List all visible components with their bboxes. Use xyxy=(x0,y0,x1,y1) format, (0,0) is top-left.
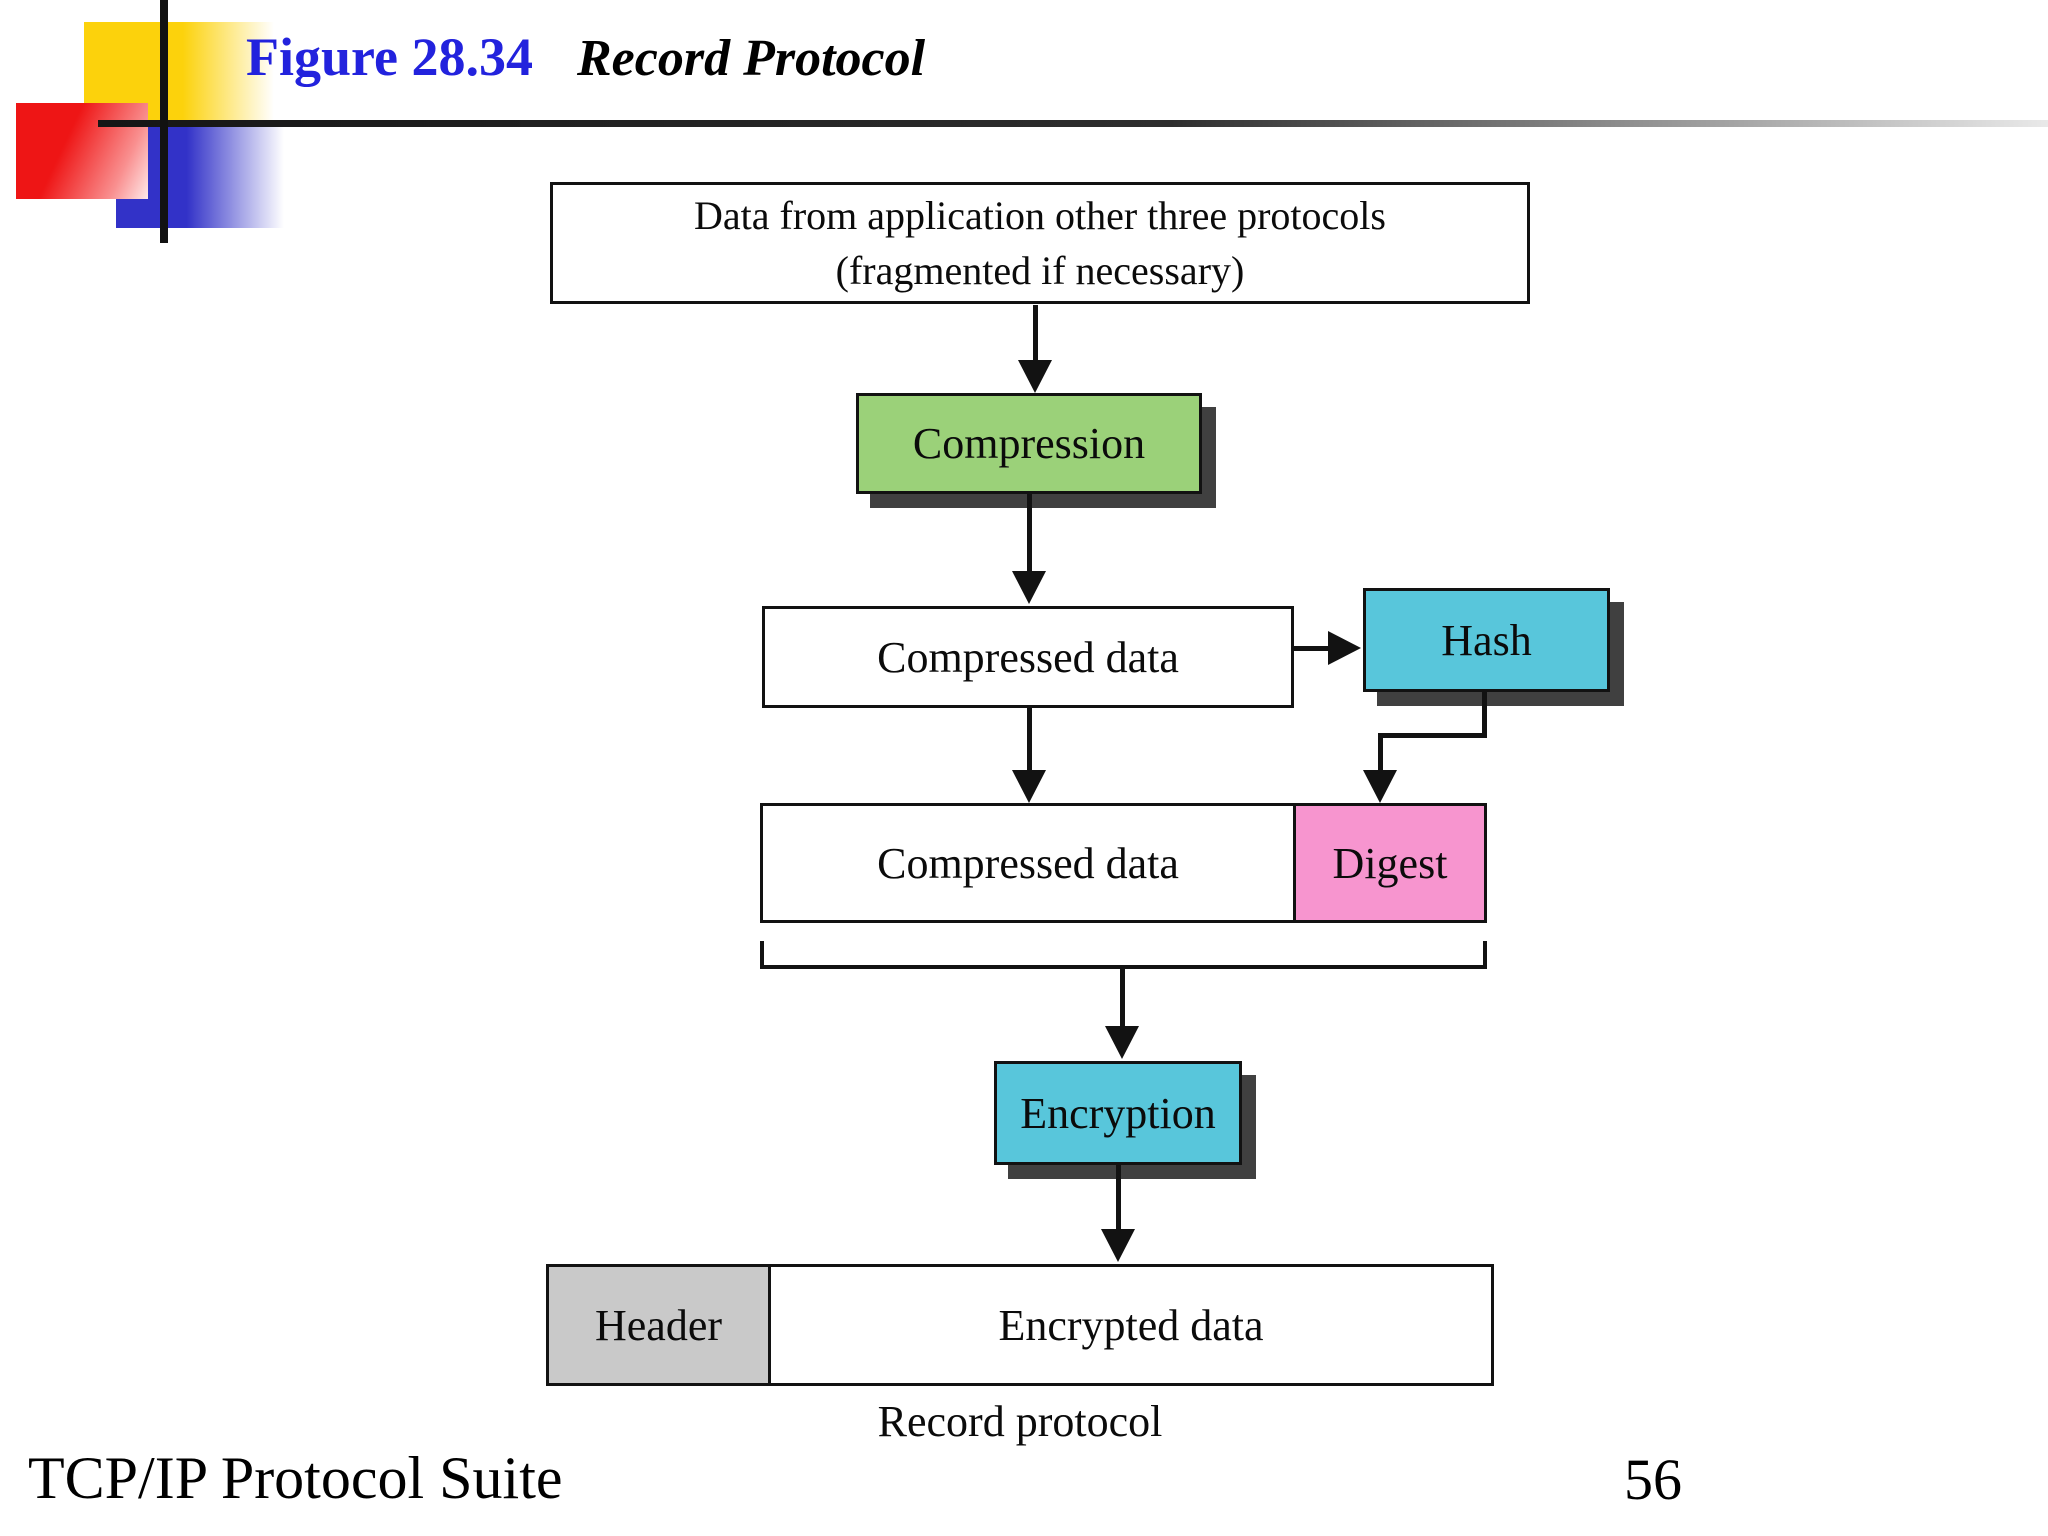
arrow-cdata-to-row2-line xyxy=(1027,708,1032,771)
decoration-vertical-line xyxy=(160,0,168,243)
bracket-bar xyxy=(760,965,1487,969)
arrow-compression-to-cdata-line xyxy=(1027,494,1032,572)
row-compressed-data-digest: Compressed data Digest xyxy=(760,803,1487,923)
digest-label: Digest xyxy=(1332,838,1448,888)
cell-compressed-data-2: Compressed data xyxy=(763,806,1293,920)
source-box-line1: Data from application other three protoc… xyxy=(694,192,1386,238)
hash-elbow-horizontal-line xyxy=(1378,733,1487,738)
box-hash: Hash xyxy=(1363,588,1610,692)
cell-encrypted-data: Encrypted data xyxy=(771,1267,1491,1383)
arrow-cdata-to-hash-head xyxy=(1328,631,1361,665)
hash-elbow-down-line xyxy=(1482,692,1487,738)
arrow-encryption-to-record-line xyxy=(1116,1165,1121,1231)
compressed-data-1-label: Compressed data xyxy=(877,632,1179,682)
page-number: 56 xyxy=(1624,1447,1682,1512)
slide-title: Figure 28.34 Record Protocol xyxy=(246,26,925,88)
arrow-hash-to-digest-head xyxy=(1363,770,1397,803)
row-record-protocol: Header Encrypted data xyxy=(546,1264,1494,1386)
title-divider-line xyxy=(98,120,2048,127)
box-compression: Compression xyxy=(856,393,1202,494)
arrow-bracket-to-encryption-line xyxy=(1120,969,1125,1027)
hash-elbow-drop-line xyxy=(1378,733,1383,773)
header-cell-label: Header xyxy=(594,1300,722,1350)
figure-number-label: Figure 28.34 xyxy=(246,27,533,87)
arrow-bracket-to-encryption-head xyxy=(1105,1026,1139,1059)
encryption-label: Encryption xyxy=(1020,1088,1216,1138)
cell-digest: Digest xyxy=(1293,806,1484,920)
arrow-cdata-to-row2-head xyxy=(1012,770,1046,803)
arrow-compression-to-cdata-head xyxy=(1012,571,1046,604)
box-compressed-data-1: Compressed data xyxy=(762,606,1294,708)
compressed-data-2-label: Compressed data xyxy=(877,838,1179,888)
record-protocol-caption: Record protocol xyxy=(877,1397,1163,1446)
encrypted-data-label: Encrypted data xyxy=(998,1300,1264,1350)
source-box-line2: (fragmented if necessary) xyxy=(835,248,1245,293)
hash-label: Hash xyxy=(1441,615,1532,665)
decoration-red-square xyxy=(16,103,148,199)
bracket-right-tick xyxy=(1483,941,1487,969)
figure-title-text: Record Protocol xyxy=(576,30,926,87)
bracket-left-tick xyxy=(760,941,764,969)
book-title: TCP/IP Protocol Suite xyxy=(28,1445,563,1511)
compression-label: Compression xyxy=(912,419,1146,468)
box-data-from-application: Data from application other three protoc… xyxy=(550,182,1530,304)
box-encryption: Encryption xyxy=(994,1061,1242,1165)
arrow-source-to-compression-head xyxy=(1018,360,1052,393)
cell-header: Header xyxy=(549,1267,771,1383)
arrow-encryption-to-record-head xyxy=(1101,1229,1135,1262)
arrow-source-to-compression-line xyxy=(1033,305,1038,363)
arrow-cdata-to-hash-line xyxy=(1294,646,1334,651)
